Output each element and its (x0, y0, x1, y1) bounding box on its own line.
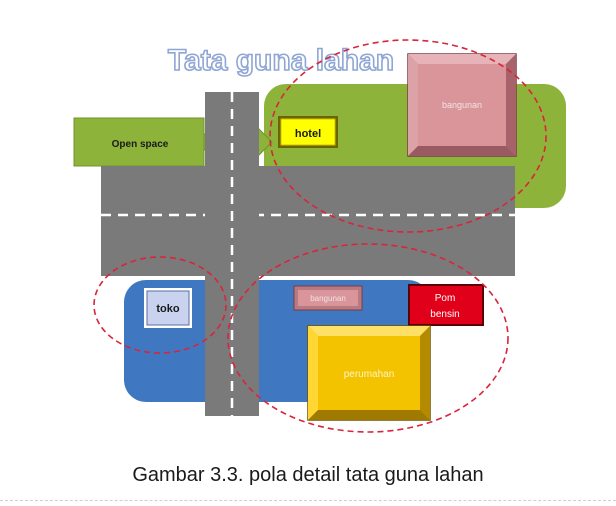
pom-bensin-box: Pom bensin (408, 284, 484, 326)
toko-box: toko (144, 288, 192, 328)
toko-label: toko (156, 303, 180, 315)
big-yellow-building-label: perumahan (344, 369, 395, 380)
top-building-label: bangunan (442, 100, 482, 110)
open-space-block (73, 117, 205, 167)
open-space-label: Open space (112, 139, 169, 150)
small-pink-building: bangunan (293, 285, 363, 311)
figure-caption: Gambar 3.3. pola detail tata guna lahan (132, 464, 484, 486)
pom-bensin-label-line2: bensin (430, 309, 459, 320)
hotel-label: hotel (295, 128, 321, 140)
pom-bensin-label-line1: Pom (435, 293, 456, 304)
diagram-title: Tata guna lahan (168, 44, 394, 77)
top-building: bangunan (407, 53, 517, 157)
zone-circle-top-right (269, 39, 547, 233)
bottom-divider (0, 500, 616, 501)
hotel-box: hotel (278, 116, 338, 148)
zone-circle-bottom (227, 243, 509, 433)
small-pink-building-label: bangunan (310, 294, 346, 303)
horizontal-road (101, 166, 515, 276)
big-yellow-building: perumahan (307, 325, 431, 421)
zone-circle-left (93, 256, 227, 354)
